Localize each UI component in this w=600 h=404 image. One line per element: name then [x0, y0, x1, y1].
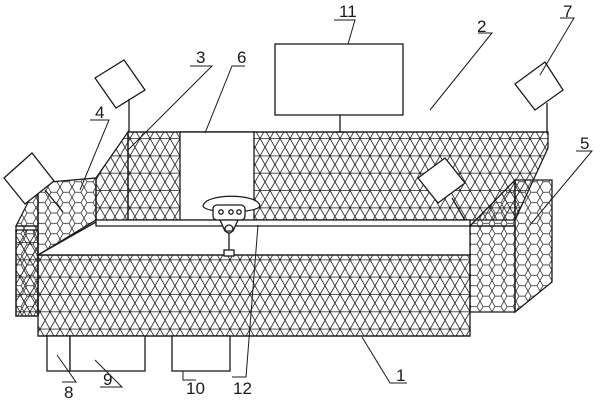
callout-11: 11: [339, 2, 357, 21]
callout-10: 10: [186, 379, 205, 398]
left-sensor-panel: [3, 152, 64, 213]
callout-5: 5: [580, 134, 589, 153]
callout-2: 2: [477, 17, 486, 36]
box-8: [46, 335, 71, 372]
camera-device: [202, 195, 261, 257]
underside-boxes: [46, 335, 231, 372]
right-hexagon-bumper: [468, 178, 553, 314]
leader-lines: [56, 17, 594, 388]
right-sensor-panel: [514, 61, 564, 132]
callout-12: 12: [233, 379, 252, 398]
callout-7: 7: [563, 2, 572, 21]
callout-1: 1: [396, 366, 405, 385]
deck-well: [35, 219, 471, 256]
callout-6: 6: [237, 48, 246, 67]
callout-4: 4: [95, 103, 104, 122]
upper-left-sensor-panel: [94, 59, 146, 132]
callout-8: 8: [64, 383, 73, 402]
box-10: [171, 335, 231, 372]
callout-3: 3: [196, 48, 205, 67]
deck-panel: [417, 157, 467, 223]
callout-9: 9: [103, 370, 112, 389]
display-panel: [274, 43, 404, 133]
callout-labels: 1 2 3 4 5 6 7 8 9 10 11 12: [64, 2, 589, 402]
box-9: [69, 335, 146, 372]
